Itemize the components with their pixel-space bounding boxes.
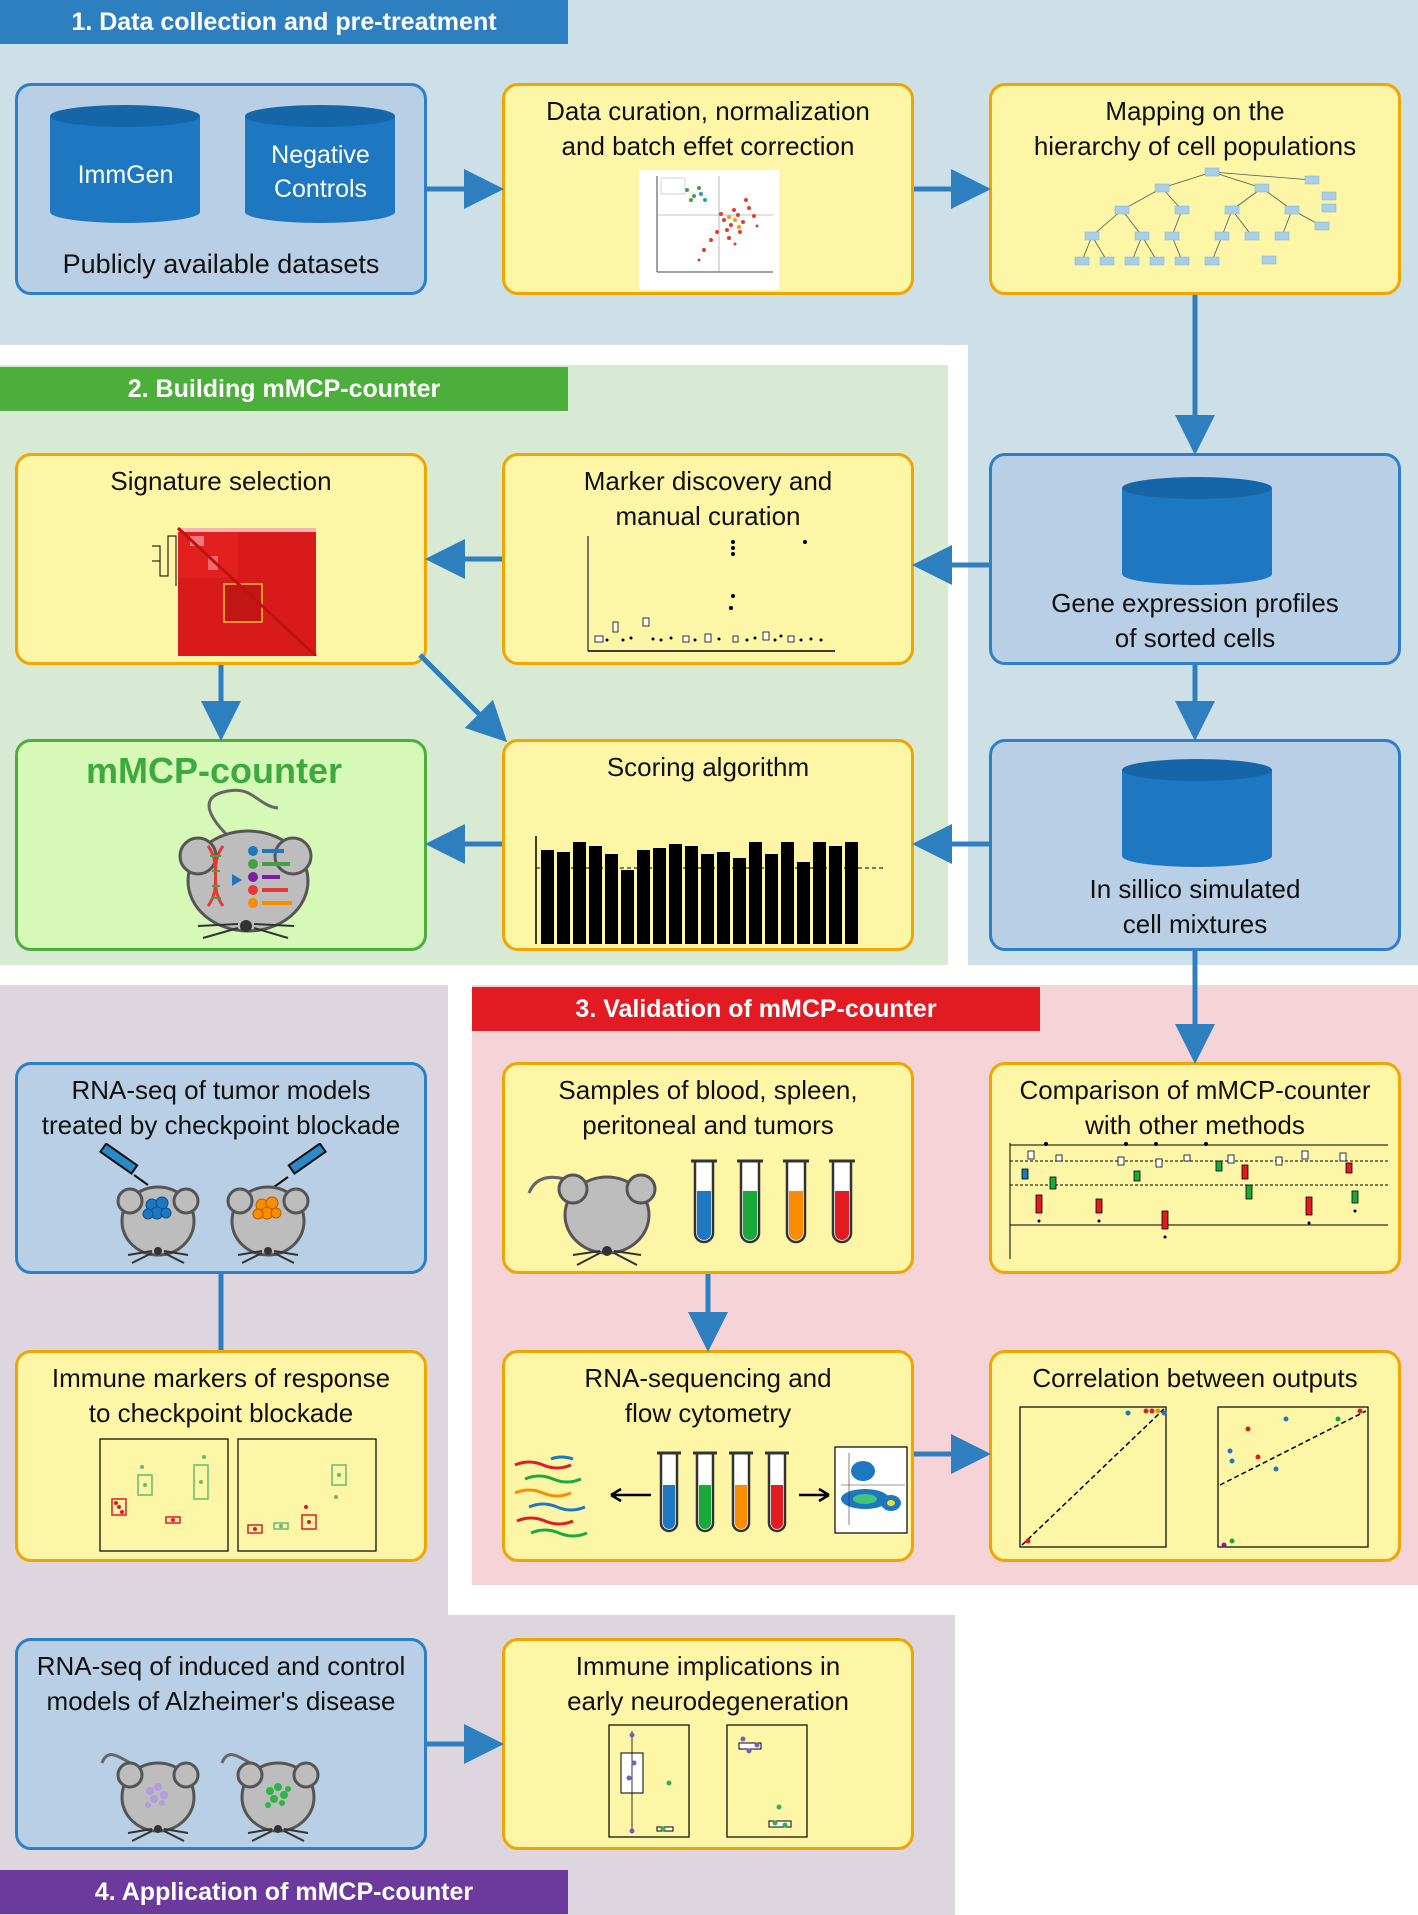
mouse-and-tubes-icon: [527, 1159, 855, 1266]
simulated-mixtures-box: In sillico simulated cell mixtures: [989, 739, 1401, 951]
neuro-boxplot-thumbnail: [608, 1724, 808, 1838]
public-datasets-caption: Publicly available datasets: [62, 249, 380, 279]
section-4-header: 4. Application of mMCP-counter: [0, 1870, 568, 1914]
score-barplot-thumbnail: [535, 836, 885, 944]
tumor-rnaseq-title: RNA-seq of tumor models treated by check…: [41, 1075, 401, 1140]
correlation-title: Correlation between outputs: [1032, 1363, 1358, 1393]
correlation-box: Correlation between outputs: [989, 1350, 1401, 1562]
sequencing-flow-icon: [514, 1446, 908, 1538]
section-3-header: 3. Validation of mMCP-counter: [472, 987, 1040, 1031]
immune-markers-title: Immune markers of response to checkpoint…: [51, 1363, 391, 1428]
marker-boxplot-thumbnail: [587, 536, 835, 652]
data-curation-box: Data curation, normalization and batch e…: [502, 83, 914, 295]
cell-hierarchy-tree-thumbnail: [1074, 167, 1337, 266]
tumor-rnaseq-box: RNA-seq of tumor models treated by check…: [15, 1062, 427, 1274]
immgen-label: ImmGen: [77, 161, 174, 189]
marker-discovery-title: Marker discovery and manual curation: [583, 466, 833, 531]
signature-selection-box: Signature selection: [15, 453, 427, 665]
database-icon: [245, 105, 395, 223]
gene-expression-profiles-box: Gene expression profiles of sorted cells: [989, 453, 1401, 665]
signature-selection-title: Signature selection: [110, 466, 332, 496]
database-icon: [1122, 477, 1272, 585]
rnaseq-flow-title: RNA-sequencing and flow cytometry: [584, 1363, 832, 1428]
comparison-title: Comparison of mMCP-counter with other me…: [1019, 1075, 1371, 1140]
section-2-header: 2. Building mMCP-counter: [0, 367, 568, 411]
response-boxplot-thumbnail: [99, 1438, 377, 1552]
database-icon: [1122, 759, 1272, 867]
dna-icon: [206, 845, 225, 907]
alzheimer-mice-icon: [100, 1753, 320, 1842]
alzheimer-rnaseq-title: RNA-seq of induced and control models of…: [36, 1651, 406, 1716]
neurodegeneration-box: Immune implications in early neurodegene…: [502, 1638, 914, 1850]
scoring-algorithm-title: Scoring algorithm: [606, 752, 810, 782]
hierarchy-mapping-box: Mapping on the hierarchy of cell populat…: [989, 83, 1401, 295]
correlation-heatmap-thumbnail: [152, 526, 318, 656]
marker-discovery-box: Marker discovery and manual curation: [502, 453, 914, 665]
treated-mice-icon: [98, 1143, 328, 1264]
neurodegeneration-title: Immune implications in early neurodegene…: [567, 1651, 849, 1716]
mouse-icon: [178, 788, 313, 939]
section-1-header: 1. Data collection and pre-treatment: [0, 0, 568, 44]
gene-expression-profiles-title: Gene expression profiles of sorted cells: [1051, 588, 1339, 653]
samples-box: Samples of blood, spleen, peritoneal and…: [502, 1062, 914, 1274]
pca-scatter-thumbnail: [639, 170, 779, 290]
samples-title: Samples of blood, spleen, peritoneal and…: [558, 1075, 858, 1140]
mmcp-counter-title: mMCP-counter: [86, 750, 343, 791]
database-icon: [50, 105, 200, 223]
simulated-mixtures-title: In sillico simulated cell mixtures: [1089, 874, 1301, 939]
comparison-box: Comparison of mMCP-counter with other me…: [989, 1062, 1401, 1274]
immune-markers-box: Immune markers of response to checkpoint…: [15, 1350, 427, 1562]
arrow-signature-to-scoring: [418, 653, 508, 743]
hierarchy-mapping-title: Mapping on the hierarchy of cell populat…: [1033, 96, 1357, 161]
comparison-boxplot-thumbnail: [1009, 1142, 1388, 1259]
correlation-scatter-thumbnail: [1019, 1406, 1369, 1548]
scoring-algorithm-box: Scoring algorithm: [502, 739, 914, 951]
negative-controls-label: Negative Controls: [271, 141, 370, 203]
data-curation-title: Data curation, normalization and batch e…: [546, 96, 870, 161]
test-tube-icon: [691, 1159, 855, 1244]
syringe-icon: [98, 1143, 328, 1188]
rnaseq-flow-box: RNA-sequencing and flow cytometry: [502, 1350, 914, 1562]
public-datasets-box: ImmGen Negative Controls Publicly availa…: [15, 83, 427, 295]
alzheimer-rnaseq-box: RNA-seq of induced and control models of…: [15, 1638, 427, 1850]
